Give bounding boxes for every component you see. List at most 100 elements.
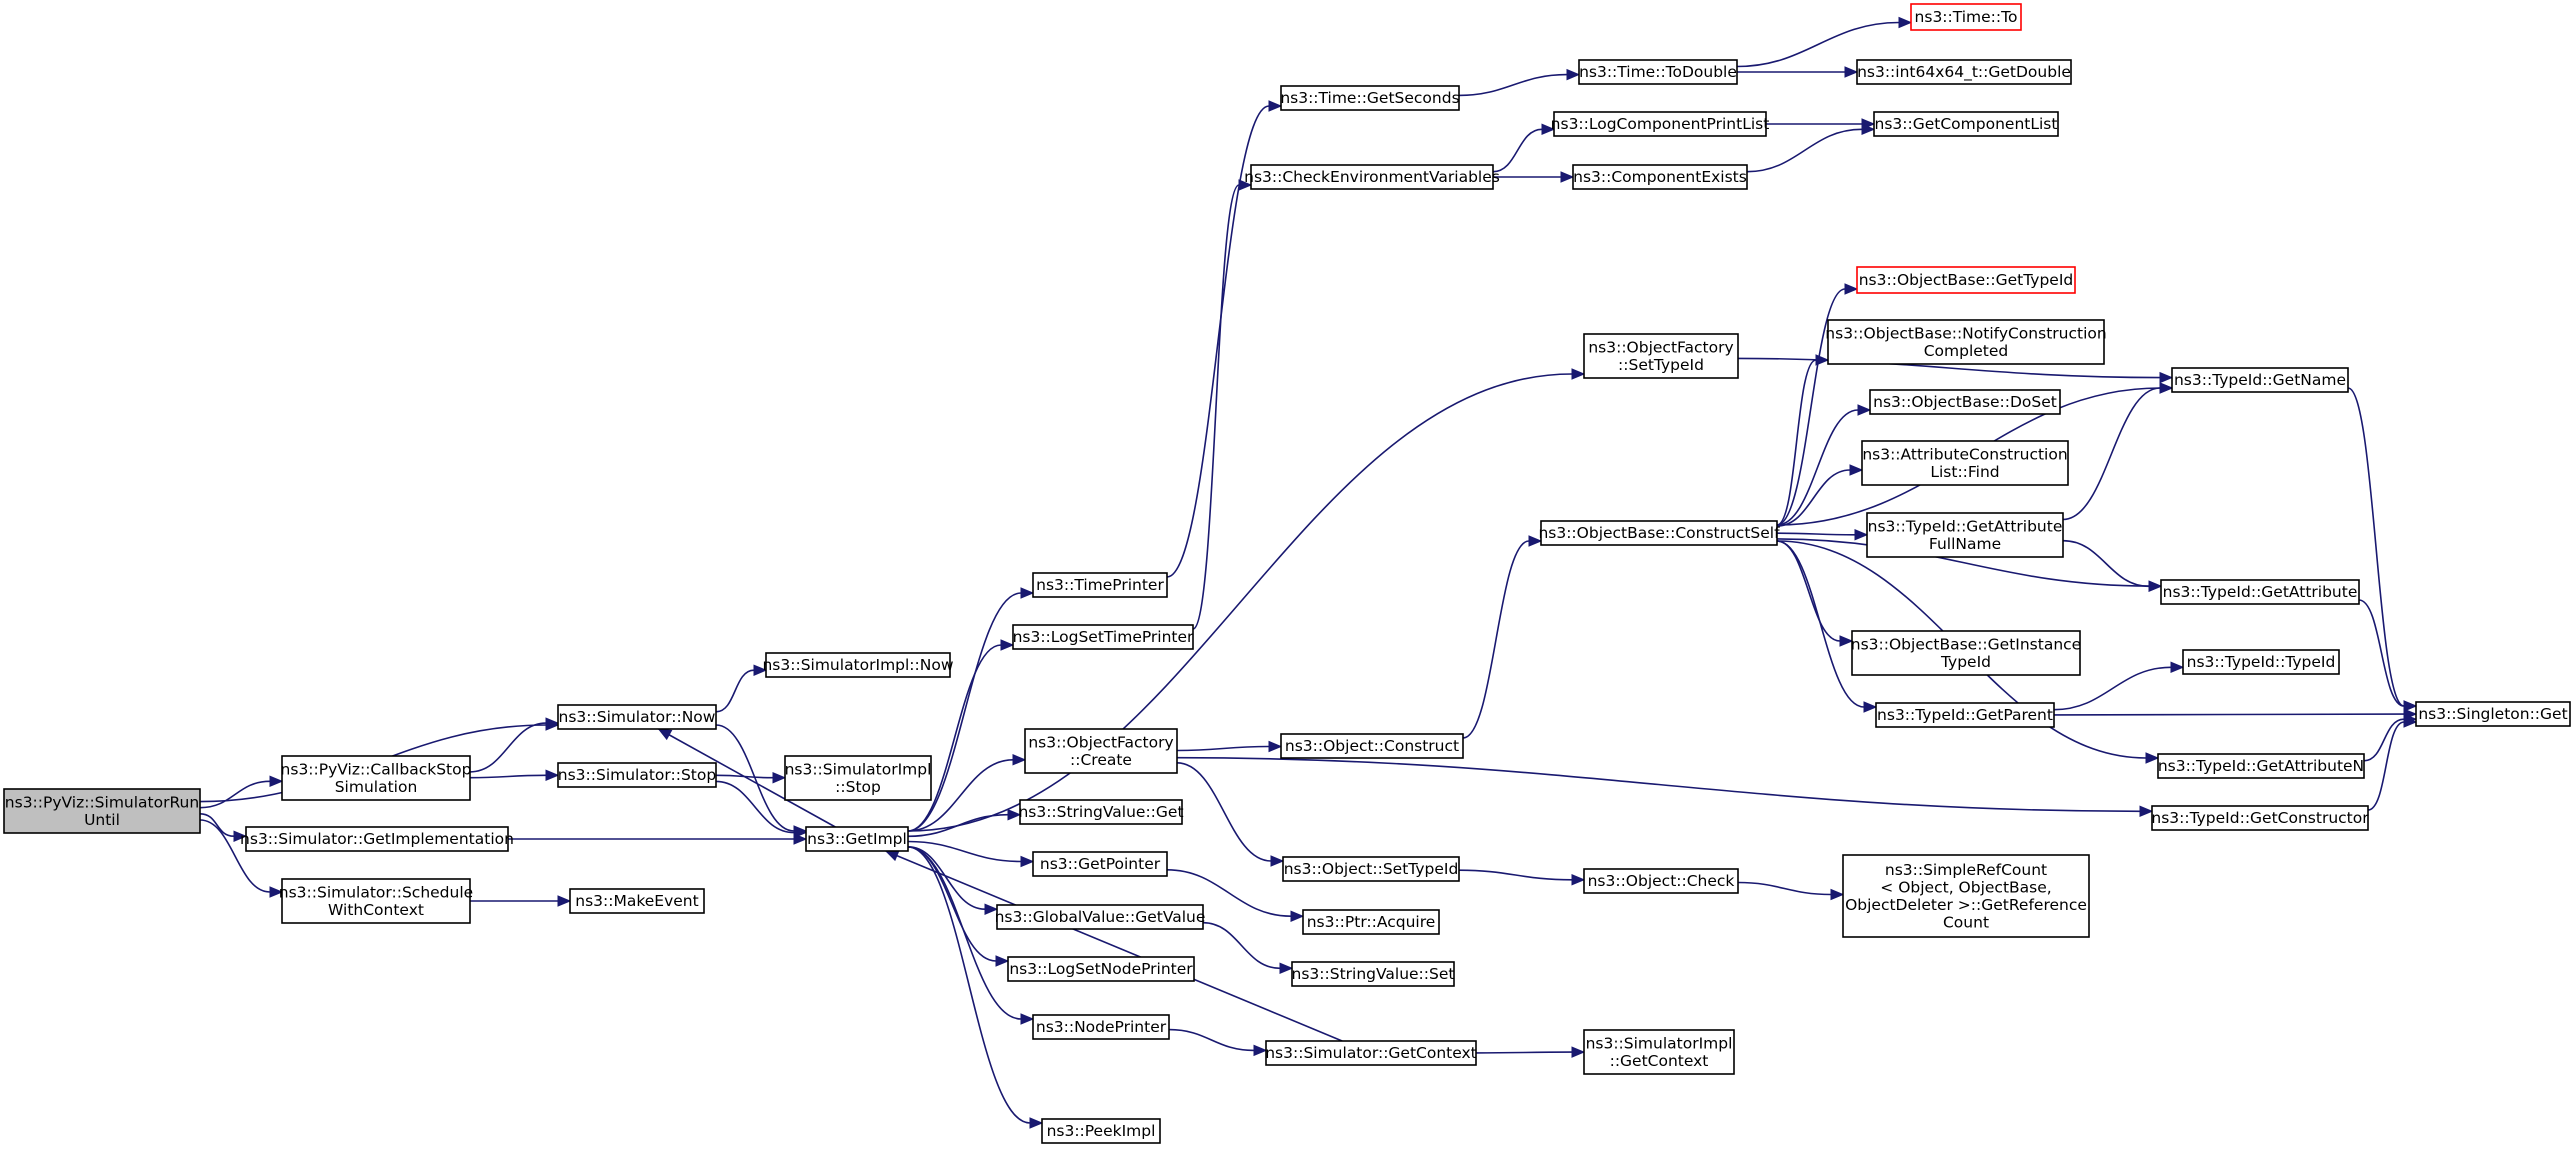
edge-getimpl-to-getpointer [907,840,1022,863]
node-objectbase-notifyconstructioncompleted[interactable]: ns3::ObjectBase::NotifyConstructionCompl… [1825,319,2107,365]
node-box [2151,805,2369,831]
node-typeid-getattribute[interactable]: ns3::TypeId::GetAttribute [2160,579,2360,605]
node-box [805,826,909,852]
edge-arrowhead [995,955,1010,967]
node-object-check[interactable]: ns3::Object::Check [1583,868,1739,894]
node-time-todouble[interactable]: ns3::Time::ToDouble [1578,59,1738,85]
node-time-getseconds[interactable]: ns3::Time::GetSeconds [1280,85,1460,111]
edge-arrowhead [1270,855,1285,867]
node-box [2415,701,2571,727]
node-box [2171,367,2349,393]
node-stringvalue-get[interactable]: ns3::StringValue::Get [1018,799,1184,825]
node-simulator-now[interactable]: ns3::Simulator::Now [557,704,717,730]
node-singleton-get[interactable]: ns3::Singleton::Get [2415,701,2571,727]
node-label: ns3::PyViz::CallbackStop [281,760,472,778]
edge-arrowhead [2139,805,2154,818]
node-typeid-getconstructor[interactable]: ns3::TypeId::GetConstructor [2151,805,2369,831]
node-typeid-typeid[interactable]: ns3::TypeId::TypeId [2182,649,2340,675]
node-nodeprinter[interactable]: ns3::NodePrinter [1032,1014,1170,1040]
node-objectfactory-create[interactable]: ns3::ObjectFactory::Create [1024,728,1178,774]
node-label: ns3::SimpleRefCount [1885,861,2047,879]
edge-arrowhead [1571,1046,1586,1058]
node-simulatorimpl-now[interactable]: ns3::SimulatorImpl::Now [762,652,954,678]
node-label: ns3::TypeId::GetParent [1877,706,2053,724]
node-simulator-getimplementation[interactable]: ns3::Simulator::GetImplementation [240,826,514,852]
edge-checkenv-to-logcompprintlist [1492,128,1543,173]
edge-arrowhead [1290,910,1305,922]
node-stringvalue-set[interactable]: ns3::StringValue::Set [1291,961,1455,987]
node-globalvalue-getvalue[interactable]: ns3::GlobalValue::GetValue [995,904,1206,930]
edge-timeprinter-to-time_getseconds [1166,105,1270,578]
node-int64x64-t-getdouble[interactable]: ns3::int64x64_t::GetDouble [1856,59,2072,85]
edge-arrowhead [1238,179,1253,191]
node-object-settypeid[interactable]: ns3::Object::SetTypeId [1282,856,1460,882]
node-peekimpl[interactable]: ns3::PeekImpl [1041,1118,1161,1144]
node-typeid-getname[interactable]: ns3::TypeId::GetName [2171,367,2349,393]
edge-objfactory_create-to-typeid_getconstructor [1176,756,2141,813]
node-objectbase-gettypeid[interactable]: ns3::ObjectBase::GetTypeId [1856,266,2076,294]
edge-objfactory_create-to-object_settypeid [1176,762,1272,862]
node-logcomponentprintlist[interactable]: ns3::LogComponentPrintList [1551,111,1770,137]
node-simulatorimpl-stop[interactable]: ns3::SimulatorImpl::Stop [784,755,932,801]
node-label: ns3::ObjectBase::GetTypeId [1859,271,2074,289]
edge-sim_now-to-simimpl_now [715,669,755,713]
edge-objbase_constructself-to-objbase_getinstancetypeid [1776,540,1841,642]
edge-typeid_getparent-to-typeid_typeid [2053,666,2172,711]
node-getimpl[interactable]: ns3::GetImpl [805,826,909,852]
node-objectbase-doset[interactable]: ns3::ObjectBase::DoSet [1869,389,2061,415]
node-box [1583,333,1739,379]
node-makeevent[interactable]: ns3::MakeEvent [569,888,705,914]
node-label: ns3::Time::GetSeconds [1280,89,1459,107]
node-box [1280,733,1464,759]
node-box [765,652,951,678]
edge-arrowhead [1007,808,1022,821]
node-label: ::Create [1070,751,1132,769]
edge-arrowhead [772,771,787,784]
node-label: ns3::ObjectBase::NotifyConstruction [1825,324,2106,342]
node-box [1578,59,1738,85]
node-simulatorimpl-getcontext[interactable]: ns3::SimulatorImpl::GetContext [1583,1029,1735,1075]
node-simulator-getcontext[interactable]: ns3::Simulator::GetContext [1265,1040,1477,1066]
node-box [1540,520,1778,546]
node-ptr-acquire[interactable]: ns3::Ptr::Acquire [1302,909,1440,935]
node-box [1856,266,2076,294]
node-getcomponentlist[interactable]: ns3::GetComponentList [1873,111,2059,137]
node-simplerefcount-object-objectbase-objectdeleter-getreferencecount[interactable]: ns3::SimpleRefCount< Object, ObjectBase,… [1842,854,2090,938]
node-getpointer[interactable]: ns3::GetPointer [1032,851,1168,877]
edge-typeid_getattributen-to-singleton_get [2363,718,2405,762]
node-time-to[interactable]: ns3::Time::To [1910,3,2022,31]
node-label: Until [84,811,120,829]
node-logsetnodeprinter[interactable]: ns3::LogSetNodePrinter [1007,956,1195,982]
node-typeid-getattributen[interactable]: ns3::TypeId::GetAttributeN [2157,753,2365,779]
node-label: ns3::Singleton::Get [2418,705,2567,723]
edge-arrowhead [657,728,673,741]
node-objectbase-constructself[interactable]: ns3::ObjectBase::ConstructSelf [1538,520,1780,546]
edge-arrowhead [753,664,768,676]
edge-typeid_getattrfullname-to-typeid_getattribute [2062,539,2150,588]
node-typeid-getparent[interactable]: ns3::TypeId::GetParent [1875,702,2055,728]
node-simulator-stop[interactable]: ns3::Simulator::Stop [557,762,717,788]
node-object-construct[interactable]: ns3::Object::Construct [1280,733,1464,759]
node-label: ns3::StringValue::Set [1292,965,1455,983]
node-componentexists[interactable]: ns3::ComponentExists [1572,164,1748,190]
edge-typeid_getname-to-singleton_get [2347,387,2405,707]
node-label: WithContext [328,901,424,919]
node-checkenvironmentvariables[interactable]: ns3::CheckEnvironmentVariables [1244,164,1500,190]
edge-nodeprinter-to-sim_getcontext [1168,1028,1255,1052]
edge-arrowhead [1012,754,1027,766]
node-label: ns3::MakeEvent [575,892,698,910]
edge-arrowhead [1861,123,1876,136]
node-box [557,704,717,730]
node-label: Count [1943,913,1989,931]
node-logsettimeprinter[interactable]: ns3::LogSetTimePrinter [1012,624,1194,650]
edge-arrowhead [793,833,808,845]
edge-getimpl-to-peekimpl [907,846,1031,1124]
node-timeprinter[interactable]: ns3::TimePrinter [1032,572,1168,598]
node-objectfactory-settypeid[interactable]: ns3::ObjectFactory::SetTypeId [1583,333,1739,379]
